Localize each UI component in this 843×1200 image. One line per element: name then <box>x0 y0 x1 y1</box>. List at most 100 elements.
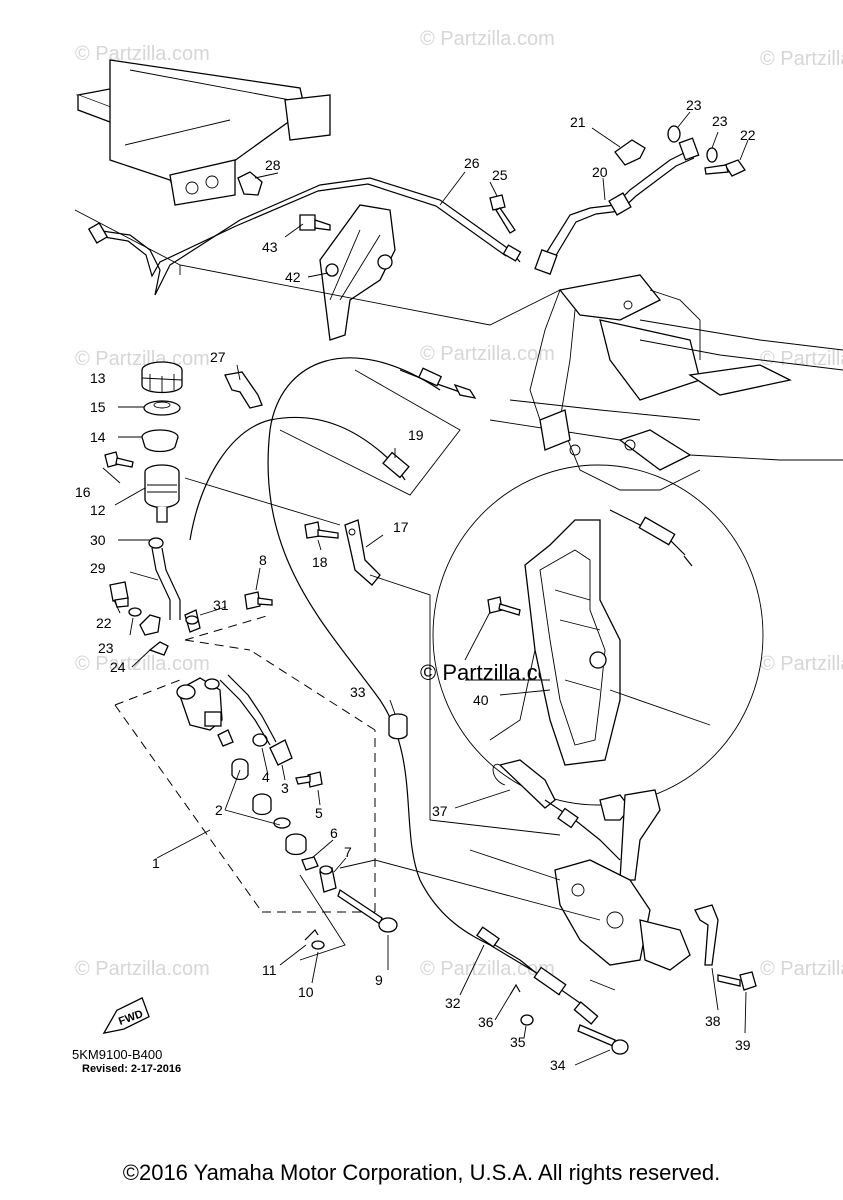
callout-17: 17 <box>393 519 409 535</box>
reservoir-cap-13 <box>141 361 183 394</box>
bolt-5 <box>295 771 323 788</box>
cable-37 <box>492 759 621 861</box>
washer-10 <box>311 940 325 950</box>
brake-shield-42 <box>319 204 396 341</box>
grommet-33 <box>388 713 408 740</box>
callout-20: 20 <box>592 164 608 180</box>
callout-22-left: 22 <box>96 615 112 631</box>
callout-21: 21 <box>570 114 586 130</box>
callout-38: 38 <box>705 1013 721 1029</box>
clip-27 <box>224 371 263 409</box>
spring-38 <box>694 904 719 966</box>
callout-5: 5 <box>315 805 323 821</box>
fwd-arrow: FWD <box>102 997 150 1035</box>
pedal-cover-40 <box>524 519 621 766</box>
watermark: © Partzilla.com <box>760 653 843 675</box>
callout-11: 11 <box>262 962 277 978</box>
callout-12: 12 <box>90 502 106 518</box>
hose-29 <box>151 547 181 620</box>
bolt-22-top <box>704 159 746 177</box>
bolt-22-left <box>109 581 129 608</box>
callout-26: 26 <box>464 155 480 171</box>
frame-right-section <box>489 274 843 491</box>
callout-1: 1 <box>152 855 160 871</box>
callout-4: 4 <box>262 769 270 785</box>
callout-3: 3 <box>281 780 289 796</box>
callout-6: 6 <box>330 825 338 841</box>
callout-8: 8 <box>259 552 267 568</box>
watermark: © Partzilla.com <box>420 28 555 50</box>
brake-rod <box>87 177 522 296</box>
inset-leaders <box>465 649 711 741</box>
bolt-41 <box>487 596 521 616</box>
clip-31 <box>184 609 201 633</box>
diaphragm-15 <box>143 400 181 416</box>
callout-7: 7 <box>344 844 352 860</box>
watermark: © Partzilla.com <box>760 958 843 980</box>
watermark: © Partzilla.com <box>75 958 210 980</box>
hose-clip-21 <box>614 139 646 166</box>
callout-14: 14 <box>90 429 106 445</box>
bracket-17 <box>344 519 381 586</box>
inset-circle <box>432 464 764 806</box>
callout-2: 2 <box>215 802 223 818</box>
master-cylinder-body <box>176 677 223 731</box>
callout-13: 13 <box>90 370 106 386</box>
callout-43: 43 <box>262 239 278 255</box>
clip-28 <box>237 171 263 196</box>
callout-40: 40 <box>473 692 489 708</box>
brake-hose-20 <box>534 137 700 275</box>
inset-cable-end <box>609 509 693 567</box>
cotter-pin-36 <box>509 983 521 996</box>
assembly-outline <box>74 209 561 496</box>
callout-32: 32 <box>445 995 461 1011</box>
watermark: © Partzilla.com <box>75 348 210 370</box>
union-24 <box>139 614 169 656</box>
bolt-8 <box>244 591 273 610</box>
master-cylinder-kit-1 <box>114 614 376 913</box>
callout-35: 35 <box>510 1034 526 1050</box>
callout-42: 42 <box>285 269 301 285</box>
callout-30: 30 <box>90 532 106 548</box>
holder-14 <box>141 429 179 453</box>
pin-34 <box>577 1024 629 1055</box>
watermark: © Partzilla.com <box>760 348 843 370</box>
washer-23-left <box>128 607 142 617</box>
callout-23: 23 <box>686 97 702 113</box>
watermark: © Partzilla.com <box>75 43 210 65</box>
frame-rear-section <box>75 59 331 206</box>
callout-29: 29 <box>90 560 106 576</box>
callout-numbers: 1 2 3 4 5 6 7 8 9 10 11 12 13 14 15 16 1… <box>75 97 756 1073</box>
assembly-leaders <box>339 849 616 991</box>
bolt-43 <box>299 214 331 231</box>
washers-23-top <box>667 125 718 163</box>
watermark: © Partzilla.com <box>420 343 555 365</box>
callout-25: 25 <box>492 167 508 183</box>
joint-7 <box>319 865 337 893</box>
cotter-pin-11 <box>304 929 319 941</box>
bolt-18 <box>304 521 339 539</box>
reservoir-12 <box>144 464 180 523</box>
guide-lines <box>184 477 561 836</box>
watermark: © Partzilla.com <box>760 48 843 70</box>
nut-6 <box>301 856 319 871</box>
brake-pedal <box>554 789 691 971</box>
callout-16: 16 <box>75 484 91 500</box>
callout-36: 36 <box>478 1014 494 1030</box>
washer-35 <box>520 1014 534 1026</box>
callout-28: 28 <box>265 157 281 173</box>
watermark: © Partzilla.com <box>75 653 210 675</box>
pin-triangle <box>299 874 346 961</box>
diagram-code: 5KM9100-B400 <box>72 1047 162 1062</box>
cable-end-assembly <box>476 926 599 1025</box>
callout-23-right: 23 <box>712 113 728 129</box>
bolt-25 <box>489 194 516 234</box>
clamp-30 <box>148 537 164 549</box>
callout-31: 31 <box>213 597 229 613</box>
callout-22: 22 <box>740 127 756 143</box>
callout-33: 33 <box>350 684 366 700</box>
callout-19: 19 <box>408 427 424 443</box>
bolt-39 <box>717 971 757 991</box>
callout-10: 10 <box>298 984 314 1000</box>
callout-27: 27 <box>210 349 226 365</box>
